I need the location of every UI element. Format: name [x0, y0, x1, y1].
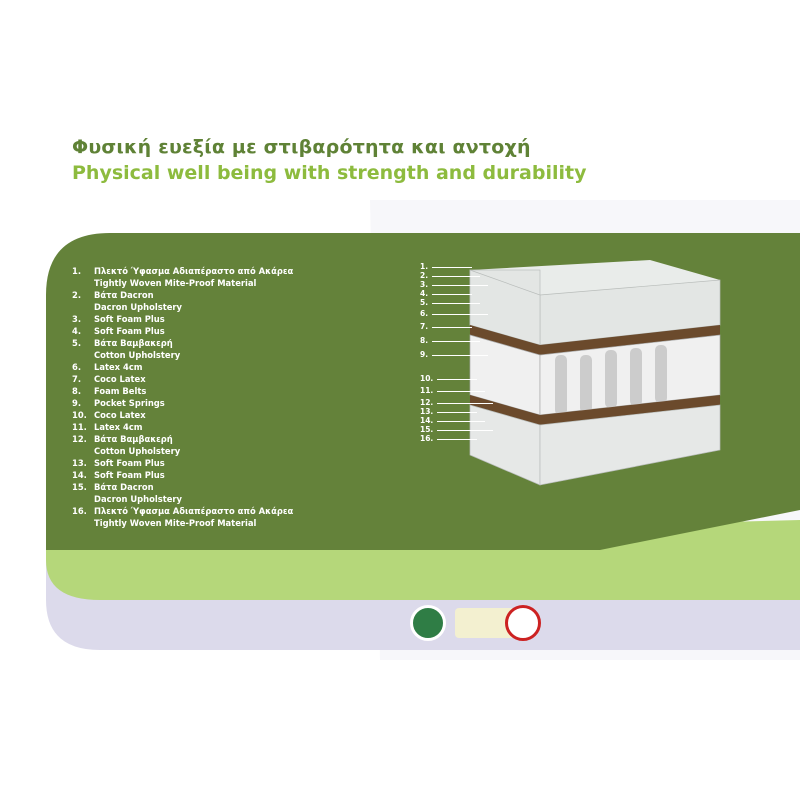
diagram-label: 2. — [420, 271, 481, 280]
diagram-label-text: 3. — [420, 280, 429, 289]
title-greek: Φυσική ευεξία με στιβαρότητα και αντοχή — [72, 136, 531, 158]
layer-item: Tightly Woven Mite-Proof Material — [94, 518, 257, 528]
diagram-label-text: 2. — [420, 271, 429, 280]
layer-number: 4. — [72, 326, 82, 336]
layer-number: 7. — [72, 374, 82, 384]
layer-name: Latex 4cm — [94, 422, 143, 432]
layer-number: 3. — [72, 314, 82, 324]
diagram-label: 5. — [420, 298, 481, 307]
anti-mite-icon — [505, 605, 541, 641]
layer-number: 12. — [72, 434, 87, 444]
layer-item: Dacron Upholstery — [94, 494, 182, 504]
diagram-label-text: 1. — [420, 262, 429, 271]
diagram-label: 16. — [420, 434, 478, 443]
diagram-label-text: 12. — [420, 398, 434, 407]
layer-number: 6. — [72, 362, 82, 372]
layer-number: 16. — [72, 506, 87, 516]
layer-name: Πλεκτό Ύφασμα Αδιαπέραστο από Ακάρεα — [94, 506, 294, 516]
diagram-label: 15. — [420, 425, 494, 434]
layer-name: Βάτα Βαμβακερή — [94, 434, 173, 444]
layer-item: Cotton Upholstery — [94, 350, 181, 360]
diagram-label: 10. — [420, 374, 478, 383]
diagram-label-text: 6. — [420, 309, 429, 318]
diagram-label: 11. — [420, 386, 486, 395]
layer-item: 7. Coco Latex — [72, 373, 293, 385]
layer-item: 10. Coco Latex — [72, 409, 293, 421]
layer-name: Βάτα Dacron — [94, 290, 154, 300]
diagram-label: 9. — [420, 350, 489, 359]
diagram-label-text: 4. — [420, 289, 429, 298]
layer-item: 9. Pocket Springs — [72, 397, 293, 409]
layer-name: Foam Belts — [94, 386, 147, 396]
diagram-label: 4. — [420, 289, 473, 298]
layer-name: Latex 4cm — [94, 362, 143, 372]
diagram-label-text: 16. — [420, 434, 434, 443]
layer-item: 1. Πλεκτό Ύφασμα Αδιαπέραστο από Ακάρεα — [72, 265, 293, 277]
layer-item: 13. Soft Foam Plus — [72, 457, 293, 469]
layer-item: 15. Βάτα Dacron — [72, 481, 293, 493]
layer-name: Soft Foam Plus — [94, 470, 165, 480]
diagram-label: 12. — [420, 398, 494, 407]
layer-item: Dacron Upholstery — [94, 302, 182, 312]
layer-item: 16. Πλεκτό Ύφασμα Αδιαπέραστο από Ακάρεα — [72, 505, 293, 517]
layer-name: Βάτα Βαμβακερή — [94, 338, 173, 348]
layer-name: Soft Foam Plus — [94, 326, 165, 336]
layer-item: 2. Βάτα Dacron — [72, 289, 293, 301]
layer-name: Coco Latex — [94, 410, 146, 420]
layer-item: 11. Latex 4cm — [72, 421, 293, 433]
diagram-label-text: 10. — [420, 374, 434, 383]
mattress-cross-section-image — [469, 260, 721, 486]
layer-item: 4. Soft Foam Plus — [72, 325, 293, 337]
layer-name: Βάτα Dacron — [94, 482, 154, 492]
diagram-label: 8. — [420, 336, 481, 345]
layer-number: 8. — [72, 386, 82, 396]
diagram-label: 14. — [420, 416, 486, 425]
diagram-label-text: 5. — [420, 298, 429, 307]
title-english: Physical well being with strength and du… — [72, 162, 587, 184]
diagram-label-text: 13. — [420, 407, 434, 416]
diagram-label-text: 14. — [420, 416, 434, 425]
layer-number: 14. — [72, 470, 87, 480]
diagram-label-text: 8. — [420, 336, 429, 345]
layer-item: 5. Βάτα Βαμβακερή — [72, 337, 293, 349]
layer-name: Πλεκτό Ύφασμα Αδιαπέραστο από Ακάρεα — [94, 266, 294, 276]
diagram-label-text: 11. — [420, 386, 434, 395]
diagram-label-text: 15. — [420, 425, 434, 434]
diagram-label-text: 9. — [420, 350, 429, 359]
layer-number: 2. — [72, 290, 82, 300]
diagram-label: 13. — [420, 407, 478, 416]
layer-item: 12. Βάτα Βαμβακερή — [72, 433, 293, 445]
layer-name: Coco Latex — [94, 374, 146, 384]
eco-grass-logo — [410, 605, 446, 641]
layer-number: 10. — [72, 410, 87, 420]
diagram-label: 1. — [420, 262, 473, 271]
layer-name: Soft Foam Plus — [94, 314, 165, 324]
layer-name: Soft Foam Plus — [94, 458, 165, 468]
layer-item: Cotton Upholstery — [94, 446, 181, 456]
layer-number: 1. — [72, 266, 82, 276]
layer-item: Tightly Woven Mite-Proof Material — [94, 278, 257, 288]
layer-number: 11. — [72, 422, 87, 432]
diagram-label: 6. — [420, 309, 489, 318]
diagram-label: 7. — [420, 322, 473, 331]
layer-number: 5. — [72, 338, 82, 348]
layer-number: 13. — [72, 458, 87, 468]
layer-item: 3. Soft Foam Plus — [72, 313, 293, 325]
layer-item: 14. Soft Foam Plus — [72, 469, 293, 481]
layer-number: 15. — [72, 482, 87, 492]
layer-item: 6. Latex 4cm — [72, 361, 293, 373]
diagram-label: 3. — [420, 280, 489, 289]
diagram-label-text: 7. — [420, 322, 429, 331]
layer-item: 8. Foam Belts — [72, 385, 293, 397]
layer-number: 9. — [72, 398, 82, 408]
layer-name: Pocket Springs — [94, 398, 165, 408]
